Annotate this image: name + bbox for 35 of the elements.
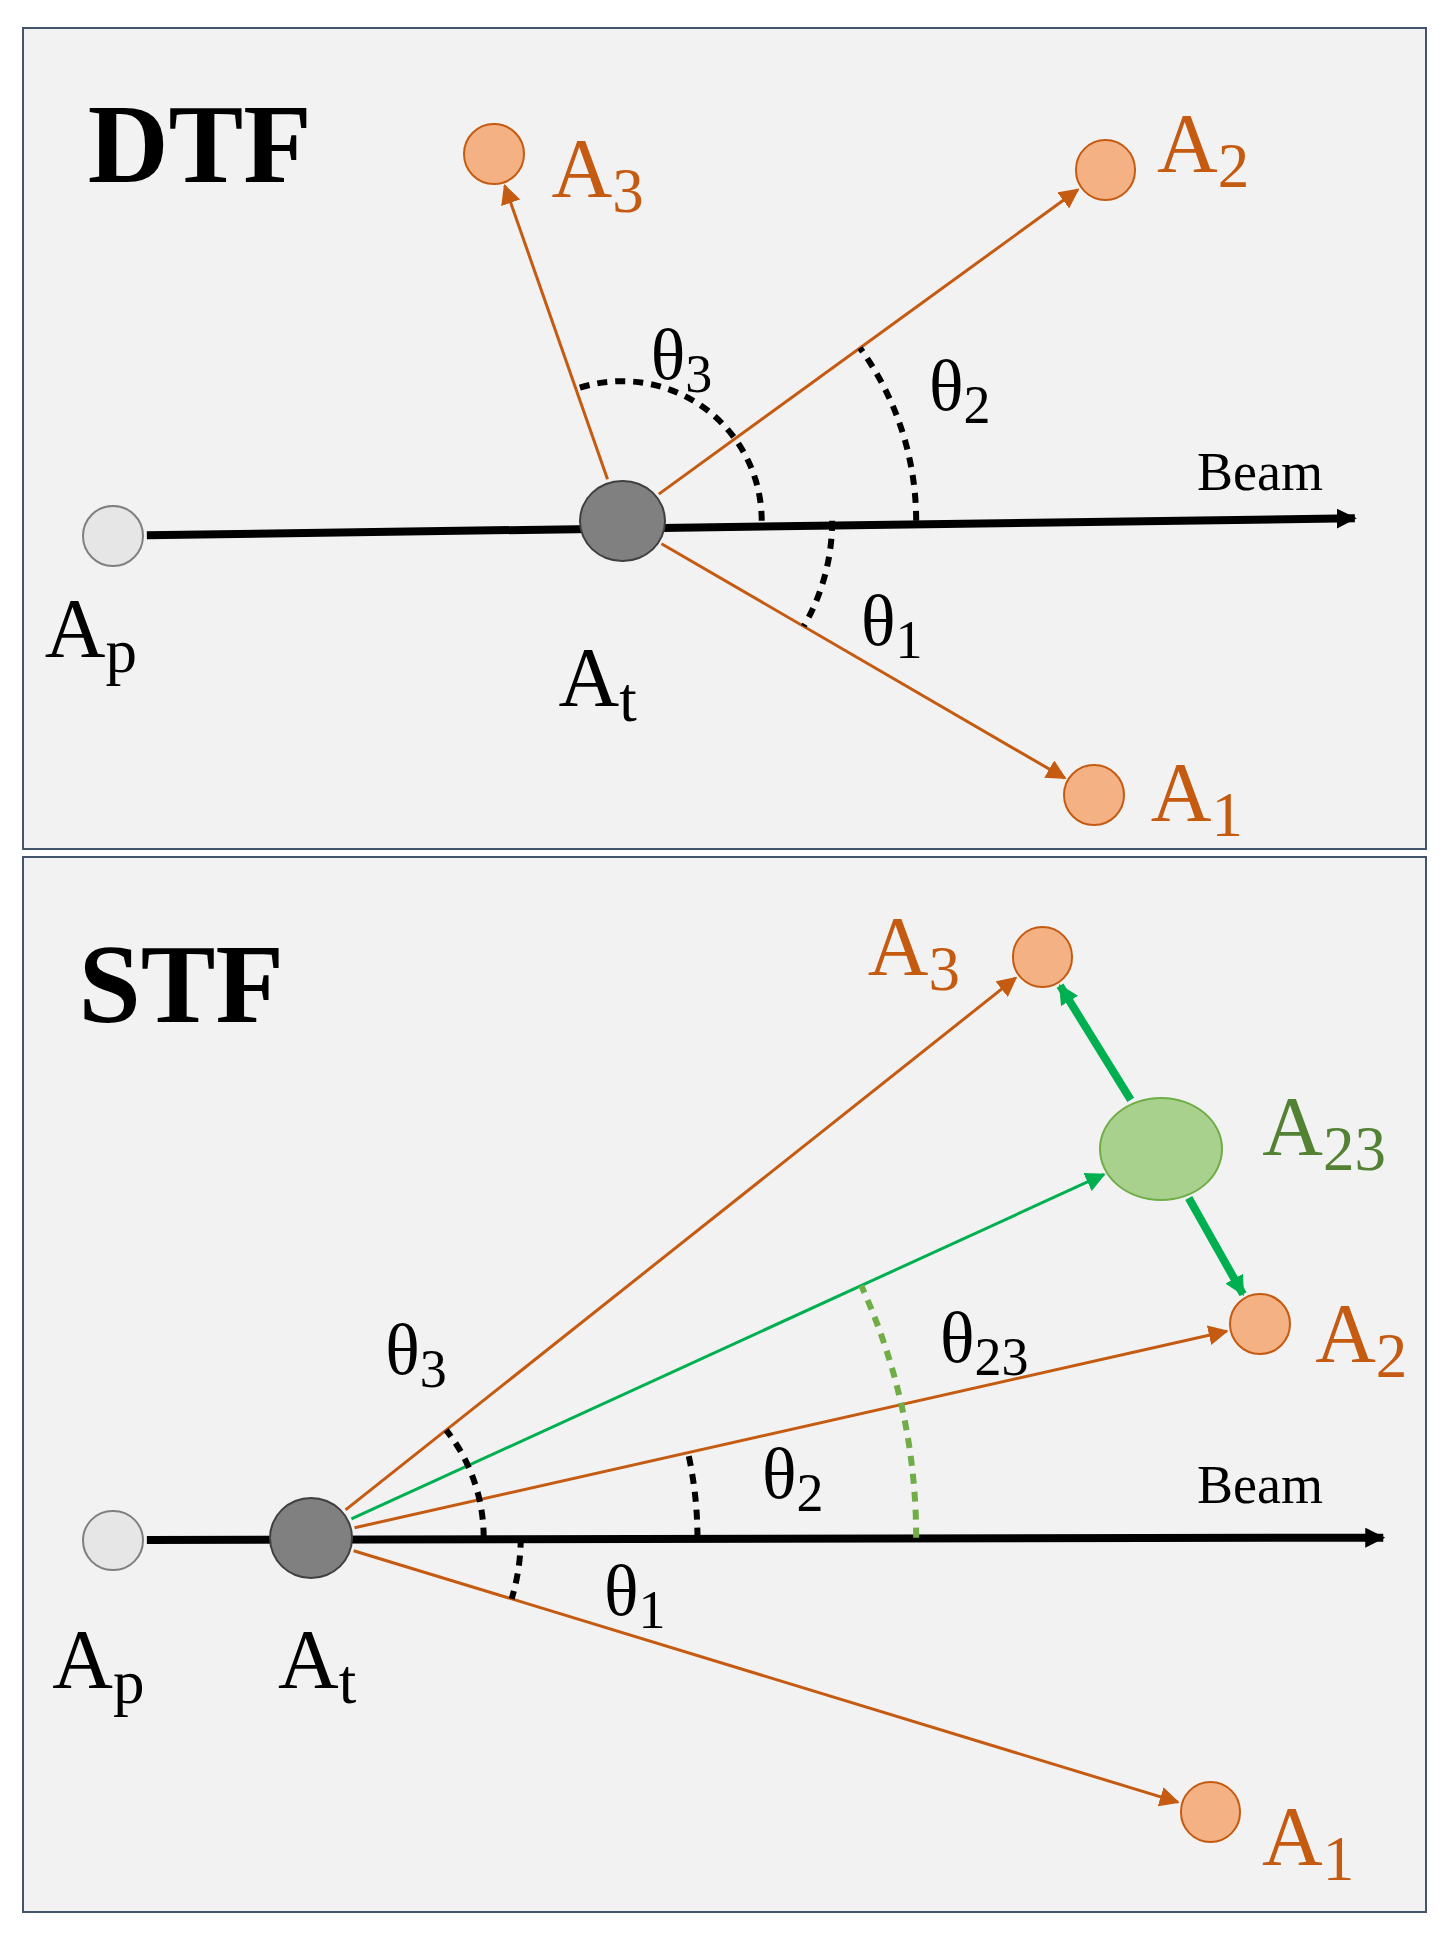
arrow	[344, 977, 1018, 1512]
particle-label: A$_{t}$	[558, 635, 637, 733]
arrow	[501, 184, 610, 480]
particle-label: A$_{1}$	[1262, 1794, 1355, 1892]
particle-label: A$_{t}$	[278, 1618, 357, 1715]
edge-label: Beam	[1196, 444, 1323, 499]
arrow	[354, 1325, 1229, 1530]
arrow	[658, 188, 1080, 496]
angle-label: θ$_{1}$	[603, 1554, 666, 1638]
particle-label: A$_{2}$	[1157, 101, 1250, 199]
arrow	[353, 1549, 1180, 1807]
arrow	[147, 508, 1358, 540]
arrow	[351, 1173, 1106, 1521]
panel	[22, 27, 1428, 851]
angle-label: θ$_{1}$	[860, 584, 923, 668]
particle-label: A$_{3}$	[867, 905, 960, 1002]
angle-label: θ$_{2}$	[928, 349, 991, 433]
panel-title: STF	[78, 928, 284, 1041]
angle-label: θ$_{23}$	[940, 1301, 1029, 1384]
arrow	[1185, 1196, 1247, 1297]
arrow	[660, 542, 1067, 780]
particle-label: A$_{23}$	[1262, 1084, 1386, 1181]
particle-label: A$_{3}$	[551, 126, 644, 224]
arrow	[147, 1528, 1386, 1548]
panel	[22, 856, 1428, 1913]
angle-label: θ$_{2}$	[762, 1437, 824, 1520]
particle-label: A$_{1}$	[1150, 750, 1243, 848]
edge-label: Beam	[1196, 1457, 1323, 1512]
angle-label: θ$_{3}$	[385, 1313, 447, 1397]
angle-label: θ$_{3}$	[650, 319, 713, 402]
arrow	[1056, 983, 1135, 1103]
particle-label: A$_{p}$	[44, 586, 138, 684]
panel-title: DTF	[87, 88, 312, 201]
particle-label: A$_{p}$	[52, 1618, 145, 1715]
particle-label: A$_{2}$	[1315, 1291, 1408, 1389]
